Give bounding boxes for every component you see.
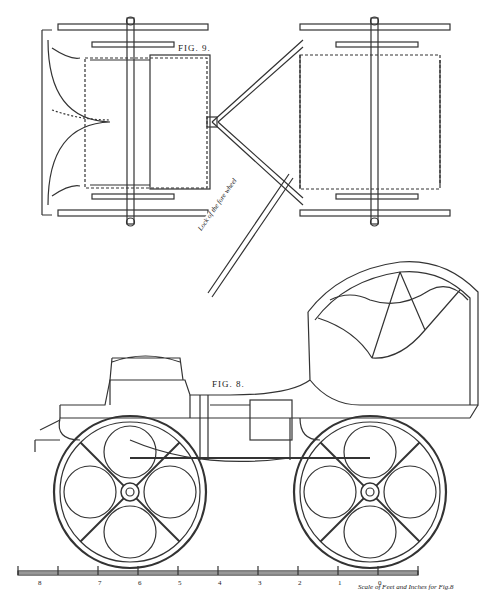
- scale-number: 2: [298, 580, 302, 587]
- figure-label: FIG. 9.: [178, 44, 211, 53]
- scale-caption: Scale of Feet and Inches for Fig.8: [358, 584, 453, 591]
- scale-number: 6: [138, 580, 142, 587]
- scale-number: 5: [178, 580, 182, 587]
- wheel-rim: [294, 416, 446, 568]
- scale-number: 8: [38, 580, 42, 587]
- scale-number: 7: [98, 580, 102, 587]
- scale-bar: [18, 566, 418, 575]
- scale-number: 3: [258, 580, 262, 587]
- plan-view: [42, 17, 450, 297]
- side-view: [35, 262, 478, 568]
- wheel-rim: [54, 416, 206, 568]
- scale-number: 4: [218, 580, 222, 587]
- scale-number: 1: [338, 580, 342, 587]
- lock-note: Lock of the fore wheel: [196, 176, 240, 234]
- figure-label: FIG. 8.: [212, 380, 245, 389]
